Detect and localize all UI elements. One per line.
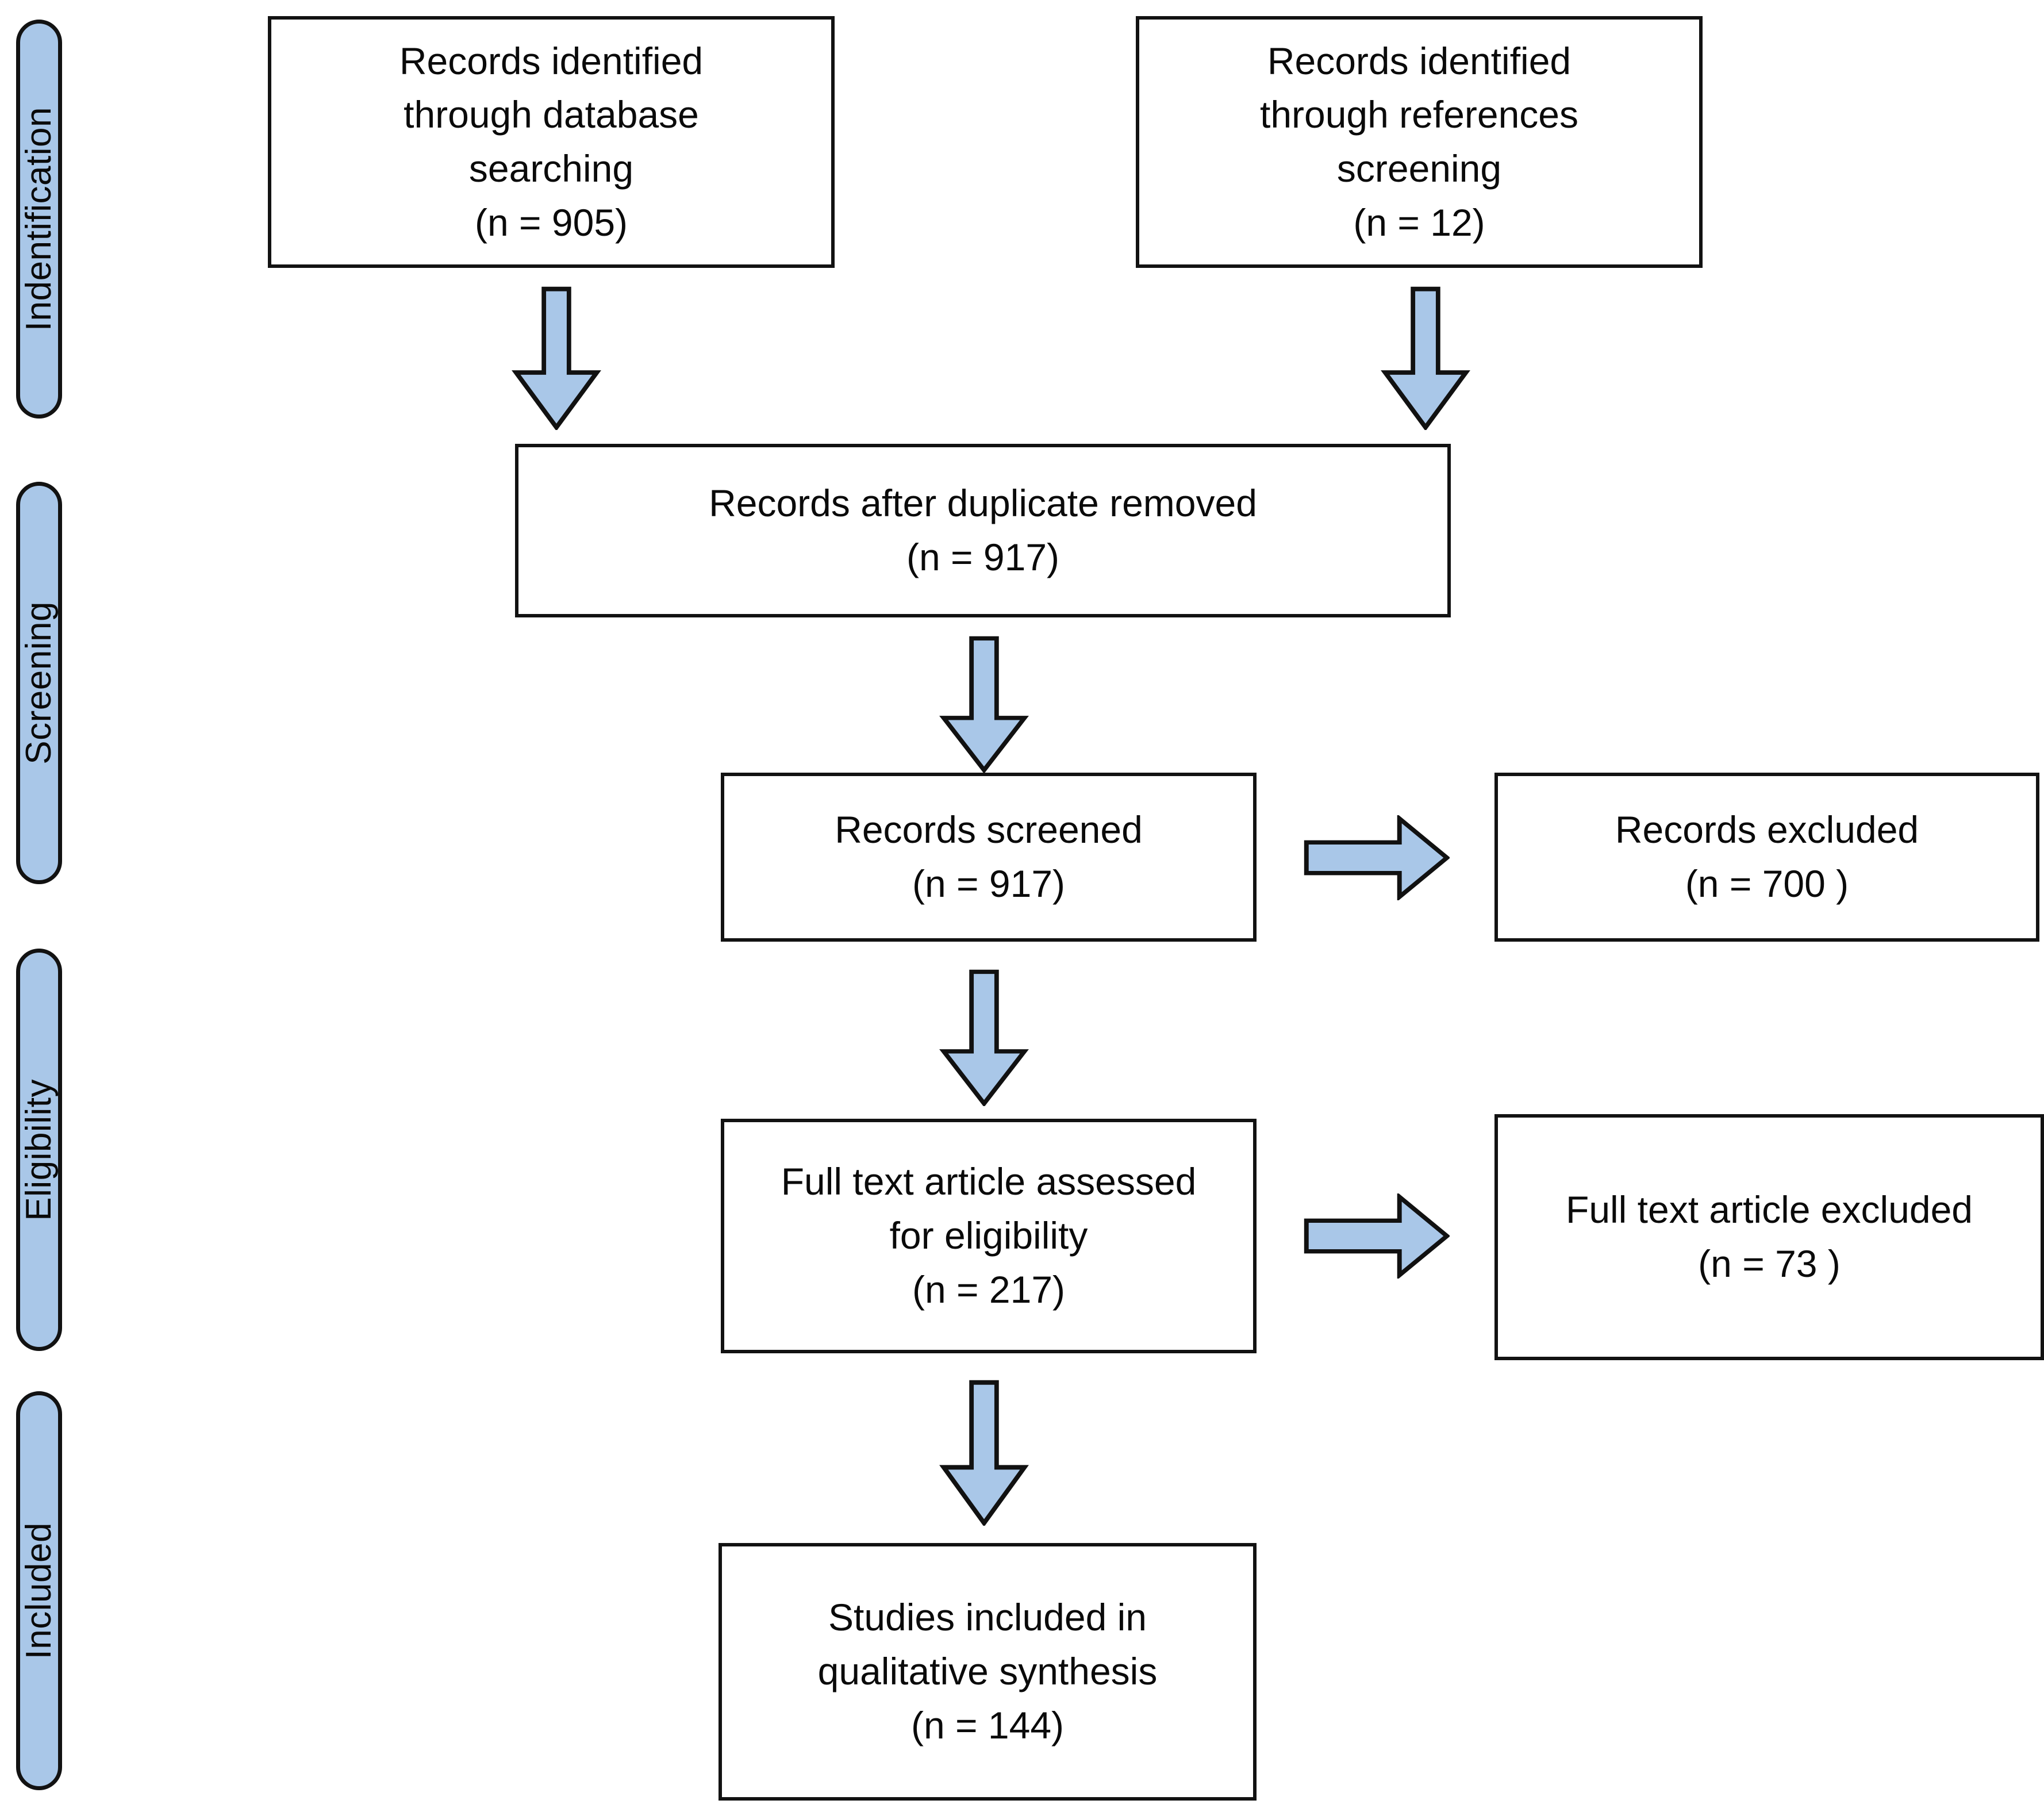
node-line: Records screened bbox=[835, 808, 1143, 851]
phase-band-identification: Indentification bbox=[16, 20, 62, 419]
node-count: (n = 917) bbox=[912, 862, 1065, 905]
node-database-search: Records identified through database sear… bbox=[268, 16, 835, 268]
node-studies-included: Studies included in qualitative synthesi… bbox=[719, 1543, 1257, 1801]
node-line: Records after duplicate removed bbox=[709, 482, 1257, 525]
node-after-duplicates: Records after duplicate removed (n = 917… bbox=[515, 444, 1451, 617]
node-line: Full text article assessed bbox=[781, 1160, 1197, 1203]
node-line: qualitative synthesis bbox=[817, 1650, 1158, 1693]
node-line: Records identified bbox=[1267, 39, 1572, 82]
phase-band-eligibility: Eligibility bbox=[16, 949, 62, 1351]
node-line: Full text article excluded bbox=[1566, 1188, 1973, 1231]
arrow-right-screened-to-excluded bbox=[1304, 815, 1450, 900]
node-line: screening bbox=[1336, 147, 1502, 190]
node-line: Records identified bbox=[399, 39, 704, 82]
phase-band-identification-label: Indentification bbox=[19, 106, 59, 332]
arrow-down-database-to-dedup bbox=[512, 286, 601, 430]
node-count: (n = 905) bbox=[475, 201, 628, 244]
node-count: (n = 700 ) bbox=[1685, 862, 1849, 905]
node-count: (n = 12) bbox=[1353, 201, 1485, 244]
node-line: through database bbox=[404, 93, 699, 136]
node-line: Records excluded bbox=[1615, 808, 1919, 851]
phase-band-included: Included bbox=[16, 1391, 62, 1790]
phase-band-screening-label: Screening bbox=[19, 601, 59, 765]
node-records-screened: Records screened (n = 917) bbox=[721, 773, 1257, 942]
arrow-down-fulltext-to-included bbox=[939, 1380, 1029, 1526]
node-count: (n = 73 ) bbox=[1698, 1242, 1841, 1285]
phase-band-included-label: Included bbox=[19, 1522, 59, 1660]
arrow-right-fulltext-to-excluded bbox=[1304, 1193, 1450, 1279]
node-count: (n = 217) bbox=[912, 1268, 1065, 1311]
node-count: (n = 144) bbox=[911, 1703, 1064, 1747]
phase-band-screening: Screening bbox=[16, 482, 62, 884]
node-line: through references bbox=[1259, 93, 1578, 136]
arrow-down-dedup-to-screened bbox=[939, 636, 1029, 773]
node-records-excluded: Records excluded (n = 700 ) bbox=[1494, 773, 2039, 942]
node-count: (n = 917) bbox=[906, 536, 1059, 578]
node-line: Studies included in bbox=[828, 1596, 1147, 1639]
phase-band-eligibility-label: Eligibility bbox=[19, 1078, 59, 1221]
arrow-down-references-to-dedup bbox=[1381, 286, 1470, 430]
node-line: searching bbox=[468, 147, 634, 190]
node-fulltext-assessed: Full text article assessed for eligibili… bbox=[721, 1119, 1257, 1353]
node-references-screening: Records identified through references sc… bbox=[1136, 16, 1703, 268]
node-line: for eligibility bbox=[889, 1214, 1088, 1257]
node-fulltext-excluded: Full text article excluded (n = 73 ) bbox=[1494, 1114, 2044, 1360]
arrow-down-screened-to-fulltext bbox=[939, 969, 1029, 1106]
